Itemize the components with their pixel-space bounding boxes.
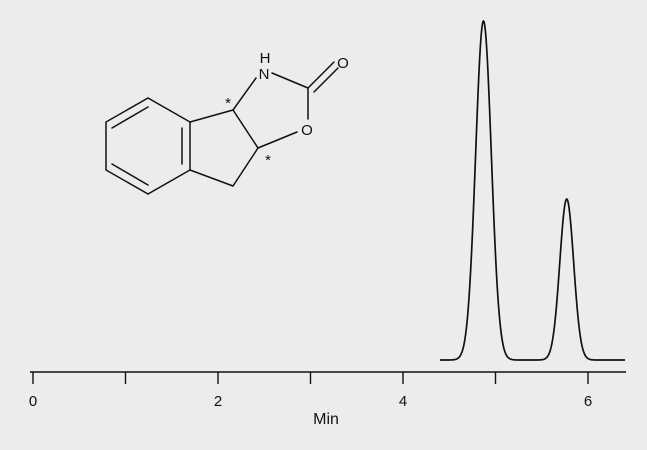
carbonyl-o-label: O (337, 55, 349, 72)
plot-area: 0 2 4 6 Min (29, 20, 626, 428)
molecule-structure: H N O O * * (105, 50, 349, 195)
bond-n-c (271, 72, 309, 89)
benzene-inner-bond-2 (111, 163, 149, 186)
benzene-inner-bond-1 (111, 106, 149, 129)
bond-ch2-c (189, 169, 234, 187)
chromatogram-trace (439, 20, 626, 361)
carbonyl-bond-a (307, 61, 335, 89)
bond-c2-ch2 (232, 147, 259, 187)
x-tick-label-0: 0 (29, 393, 37, 410)
carbonyl-bond-b (313, 67, 339, 93)
bond-o-c2 (257, 131, 298, 149)
benzene-ring (105, 97, 191, 195)
bond-c-c1 (189, 109, 234, 123)
x-axis-title: Min (313, 411, 339, 428)
ring-o-label: O (301, 122, 313, 139)
x-axis-ticks: 0 2 4 6 (29, 372, 592, 410)
stereo-mark-1: * (225, 95, 231, 112)
x-tick-label-2: 2 (214, 393, 222, 410)
nh-label: H (260, 50, 271, 67)
stereo-mark-2: * (265, 152, 271, 169)
bond-c1-c2 (232, 109, 259, 149)
x-tick-label-6: 6 (584, 393, 592, 410)
n-label: N (259, 66, 270, 83)
bond-c1-n (232, 77, 257, 111)
x-tick-label-4: 4 (399, 393, 407, 410)
